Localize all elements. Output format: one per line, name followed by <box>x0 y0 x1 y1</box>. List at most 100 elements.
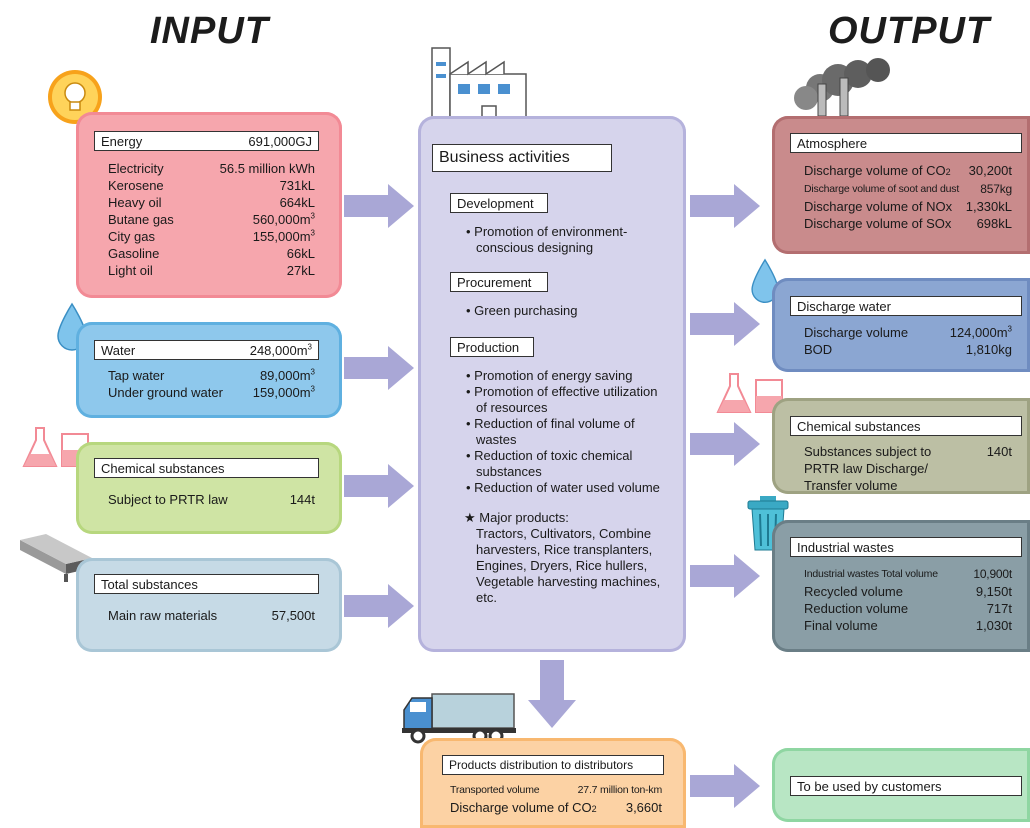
industrial-wastes-row-label: Recycled volume <box>804 584 903 599</box>
bullet-item: • Reduction of water used volume <box>466 480 660 495</box>
unit-superscript: 3 <box>310 367 315 377</box>
chemical-input-value: 144t <box>289 492 315 507</box>
development-title: Development <box>457 195 534 211</box>
energy-row-label: Kerosene <box>108 178 164 193</box>
output-heading: OUTPUT <box>828 10 991 52</box>
industrial-wastes-row-label: Reduction volume <box>804 601 909 616</box>
water-title-box: Water 248,000m3 <box>94 340 319 360</box>
business-title: Business activities <box>439 149 570 166</box>
flow-arrow-right <box>690 422 760 466</box>
energy-row-value: 560,000m <box>252 212 311 227</box>
customers-title: To be used by customers <box>797 778 942 794</box>
energy-row-label: City gas <box>108 229 155 244</box>
industrial-wastes-row-label: Industrial wastes Total volume <box>804 568 938 580</box>
distribution-title: Products distribution to distributors <box>449 758 634 772</box>
subscript: 2 <box>945 167 951 177</box>
chemical-flask-icon <box>22 427 89 467</box>
total-substances-panel <box>76 558 342 652</box>
discharge-water-row-value: 124,000m <box>949 325 1008 340</box>
water-panel <box>76 322 342 418</box>
major-products-title: ★ Major products: <box>464 510 569 525</box>
energy-row: Heavy oil 664kL <box>108 194 315 211</box>
input-heading: INPUT <box>150 10 269 52</box>
energy-row-label: Electricity <box>108 161 164 176</box>
total-substances-value: 57,500t <box>271 608 315 623</box>
energy-row-label: Heavy oil <box>108 195 162 210</box>
bullet-item: • Reduction of toxic chemical substances <box>466 448 633 479</box>
chemical-output-label: Substances subject to PRTR law Discharge… <box>804 444 932 493</box>
flow-arrow-right <box>344 184 414 228</box>
energy-row-value: 66kL <box>286 246 315 261</box>
flow-arrow-right <box>690 184 760 228</box>
water-row-label: Under ground water <box>108 385 223 400</box>
unit-superscript: 3 <box>310 384 315 394</box>
chemical-output-rows: Substances subject to PRTR law Discharge… <box>804 443 1012 494</box>
bullet-item: • Green purchasing <box>466 303 578 318</box>
atmosphere-row-label: Discharge volume of CO <box>804 163 946 178</box>
atmosphere-rows: Discharge volume of CO2 30,200t Discharge… <box>804 162 1012 232</box>
energy-row-label: Butane gas <box>108 212 174 227</box>
flow-arrow-right <box>344 464 414 508</box>
distribution-row-value: 3,660t <box>625 800 662 815</box>
total-substances-title: Total substances <box>101 576 198 592</box>
chemical-flask-icon <box>716 373 783 413</box>
factory-icon <box>431 47 527 125</box>
energy-row: Kerosene 731kL <box>108 177 315 194</box>
chemical-input-title: Chemical substances <box>101 460 225 476</box>
energy-total: 691,000GJ <box>248 133 312 149</box>
chemical-output-row: Substances subject to PRTR law Discharge… <box>804 443 1012 494</box>
development-title-box: Development <box>450 193 548 213</box>
flow-arrow-right <box>690 302 760 346</box>
industrial-wastes-row-label: Final volume <box>804 618 878 633</box>
atmosphere-title-box: Atmosphere <box>790 133 1022 153</box>
energy-row-value: 664kL <box>279 195 315 210</box>
customers-title-box: To be used by customers <box>790 776 1022 796</box>
atmosphere-row-label: Discharge volume of soot and dust <box>804 183 960 195</box>
production-title: Production <box>457 339 520 355</box>
bullet-item: • Promotion of environment-conscious des… <box>466 224 628 255</box>
distribution-row-label: Discharge volume of CO <box>450 800 592 815</box>
procurement-title: Procurement <box>457 274 532 290</box>
energy-row-label: Light oil <box>108 263 153 278</box>
discharge-water-row: BOD 1,810kg <box>804 341 1012 358</box>
energy-row-value: 731kL <box>279 178 315 193</box>
business-title-box: Business activities <box>432 144 612 172</box>
discharge-water-title: Discharge water <box>797 298 891 314</box>
atmosphere-row-value: 698kL <box>976 216 1012 231</box>
procurement-bullets: • Green purchasing <box>464 303 664 319</box>
water-title: Water <box>101 342 136 358</box>
flow-arrow-right <box>344 584 414 628</box>
water-row-value: 89,000m <box>259 368 311 383</box>
discharge-water-row-value: 1,810kg <box>965 342 1012 357</box>
water-row-value: 159,000m <box>252 385 311 400</box>
distribution-row-label: Transported volume <box>450 784 540 796</box>
atmosphere-row-value: 30,200t <box>968 163 1012 178</box>
atmosphere-row-value: 1,330kL <box>965 199 1012 214</box>
truck-icon <box>402 693 516 744</box>
bullet-item: • Promotion of energy saving <box>466 368 633 383</box>
chemical-input-panel <box>76 442 342 534</box>
discharge-water-row-label: Discharge volume <box>804 325 909 340</box>
atmosphere-title: Atmosphere <box>797 135 868 151</box>
chemical-input-title-box: Chemical substances <box>94 458 319 478</box>
flow-arrow-right <box>690 554 760 598</box>
water-row: Under ground water 159,000m3 <box>108 384 315 401</box>
industrial-wastes-title: Industrial wastes <box>797 539 894 555</box>
discharge-water-row-label: BOD <box>804 342 833 357</box>
energy-row-label: Gasoline <box>108 246 160 261</box>
energy-title: Energy <box>101 133 143 149</box>
flow-arrow-right <box>344 346 414 390</box>
